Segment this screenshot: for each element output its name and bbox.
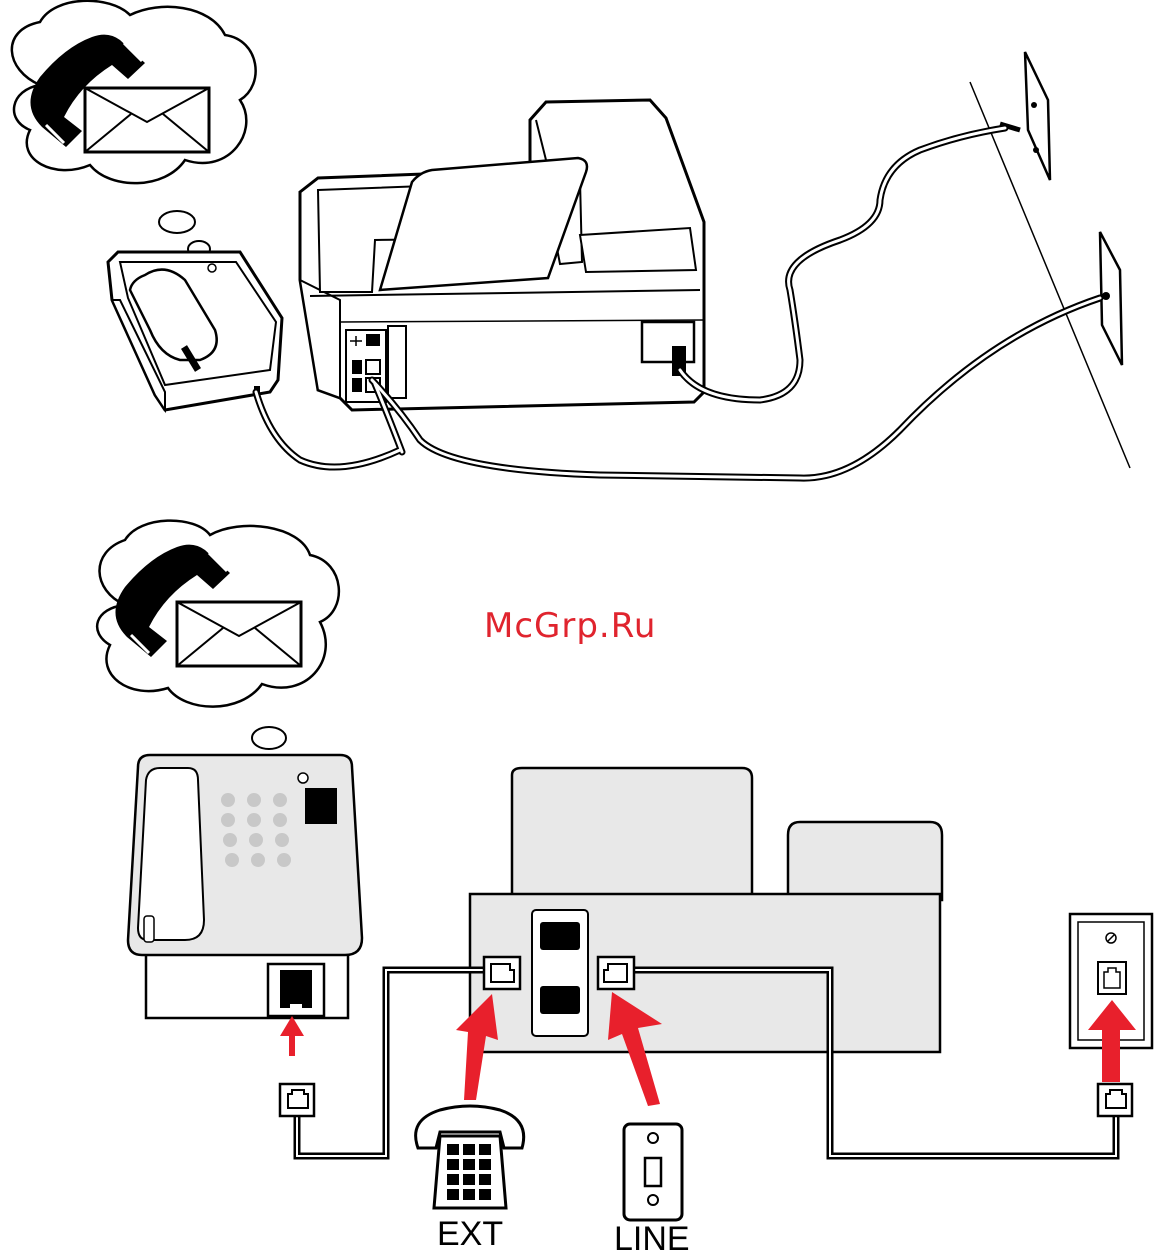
telephone-jack-icon — [1098, 1084, 1132, 1116]
telephone-jack-icon — [484, 957, 520, 989]
line-label: LINE — [614, 1220, 690, 1254]
telephone-jack-icon — [280, 1084, 314, 1116]
ext-label: EXT — [437, 1215, 503, 1254]
line-wall-plate — [624, 1124, 682, 1220]
envelope-icon — [177, 602, 301, 666]
watermark-text: McGrp.Ru — [484, 606, 656, 646]
telephone-jack-icon — [598, 957, 634, 989]
extension-phone — [416, 1106, 524, 1208]
fax-printer-bottom — [470, 768, 942, 1052]
fax-printer-top — [300, 100, 704, 410]
envelope-icon — [85, 88, 209, 152]
wall — [970, 52, 1130, 468]
answering-machine-phone — [128, 755, 362, 1018]
answering-machine — [108, 252, 282, 410]
